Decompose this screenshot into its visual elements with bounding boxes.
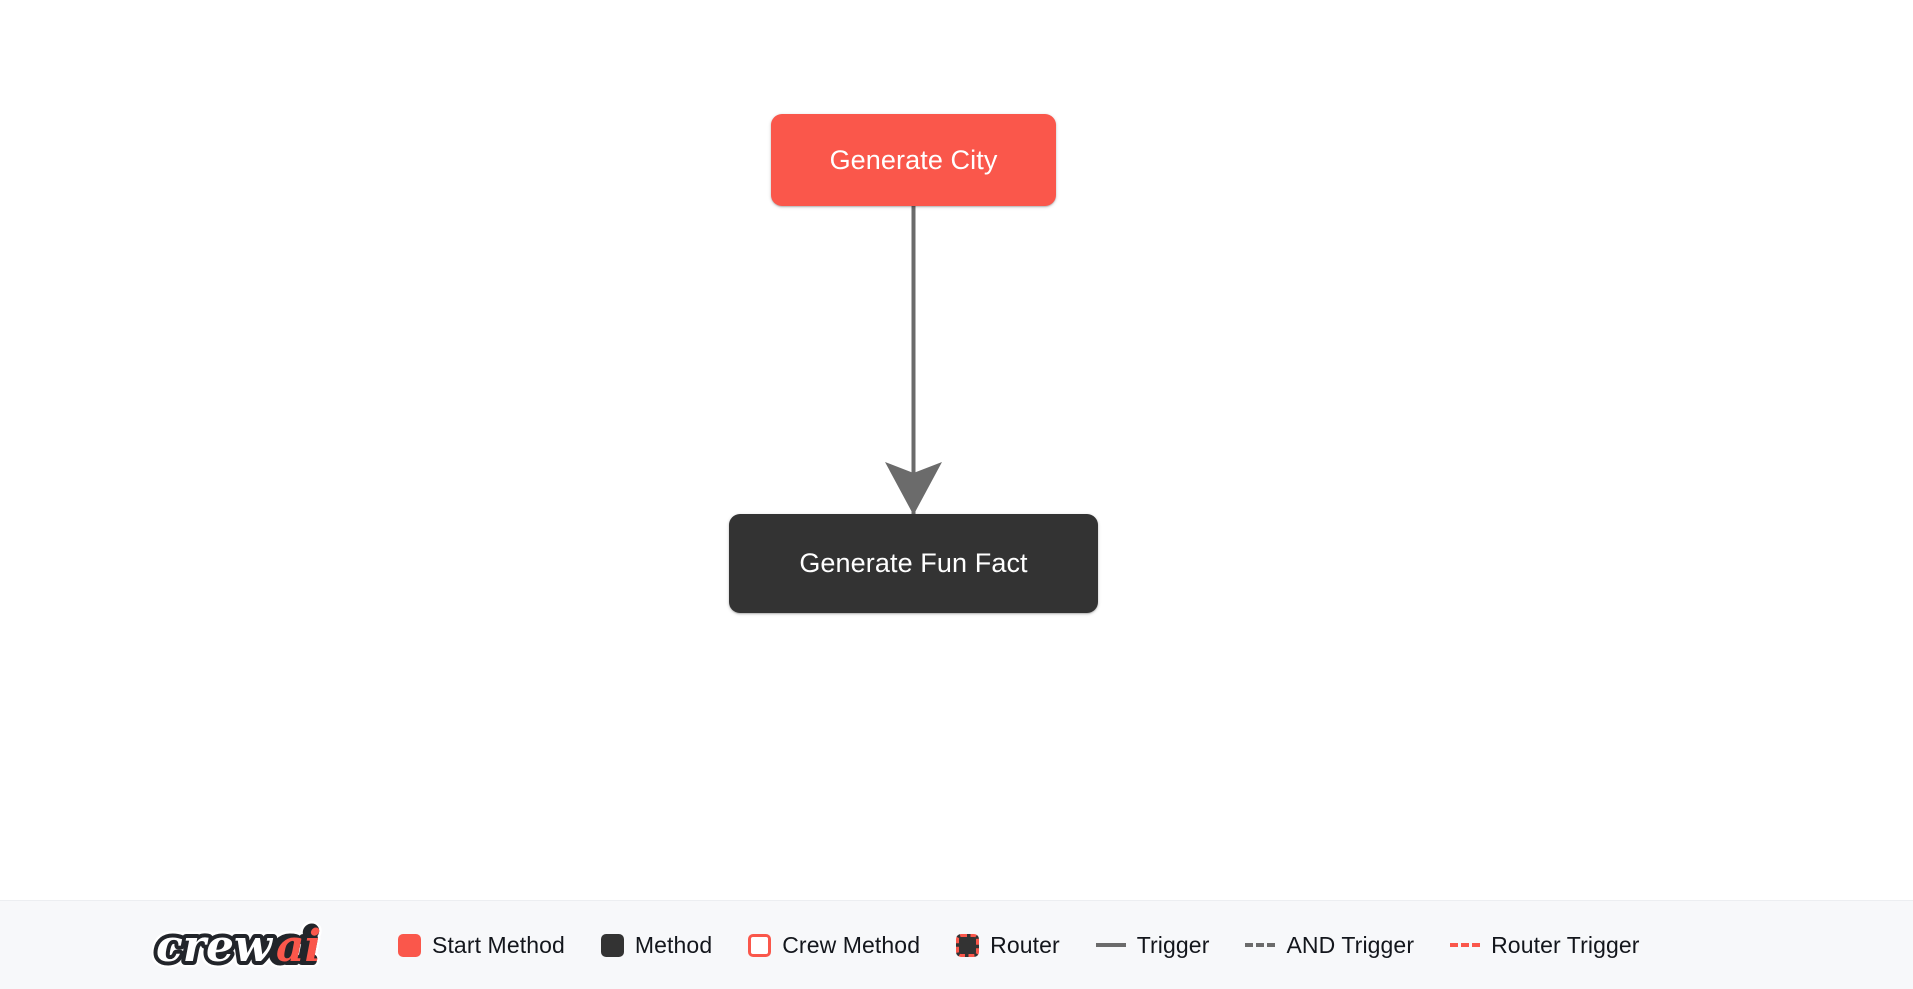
method-swatch-icon — [600, 933, 624, 957]
legend-label: Crew Method — [782, 931, 921, 958]
flow-node-generate-city[interactable]: Generate City — [771, 114, 1056, 206]
legend-item-crew-method: Crew Method — [748, 932, 920, 959]
start-method-swatch-icon — [398, 933, 421, 957]
crewai-logo: .lg-script { font-family: "DejaVu Serif"… — [152, 915, 324, 979]
legend-item-method: Method — [600, 931, 713, 959]
edge-arrowhead-icon — [885, 462, 942, 515]
logo-halo: crewai — [156, 921, 317, 972]
legend-item-trigger: Trigger — [1095, 931, 1210, 959]
legend-item-and-trigger: AND Trigger — [1245, 932, 1414, 959]
and-trigger-line-icon — [1245, 943, 1276, 947]
legend-label: AND Trigger — [1286, 931, 1415, 958]
logo-outline: crewai — [156, 921, 317, 972]
legend-label: Trigger — [1136, 931, 1210, 958]
edge-generate-city-to-generate-fun-fact — [885, 206, 942, 523]
router-trigger-line-icon — [1450, 943, 1481, 947]
legend-item-router-trigger: Router Trigger — [1450, 932, 1639, 959]
legend-item-start-method: Start Method — [398, 932, 565, 959]
logo-text-accent: ai — [276, 921, 321, 972]
logo-text-primary: crew — [156, 921, 274, 972]
flow-node-generate-fun-fact[interactable]: Generate Fun Fact — [729, 514, 1098, 613]
flow-node-label: Generate Fun Fact — [799, 548, 1028, 578]
crew-method-swatch-icon — [748, 933, 772, 957]
flow-node-label: Generate City — [829, 144, 998, 175]
router-swatch-icon — [956, 933, 980, 957]
legend-item-router: Router — [956, 932, 1060, 959]
legend-label: Start Method — [432, 931, 565, 958]
legend-label: Method — [634, 931, 713, 958]
trigger-line-icon — [1095, 943, 1126, 947]
legend-label: Router Trigger — [1491, 931, 1640, 958]
legend-label: Router — [990, 931, 1060, 958]
legend-bar: .lg-script { font-family: "DejaVu Serif"… — [0, 900, 1913, 989]
flow-canvas[interactable]: Generate City Generate Fun Fact — [0, 0, 1913, 900]
